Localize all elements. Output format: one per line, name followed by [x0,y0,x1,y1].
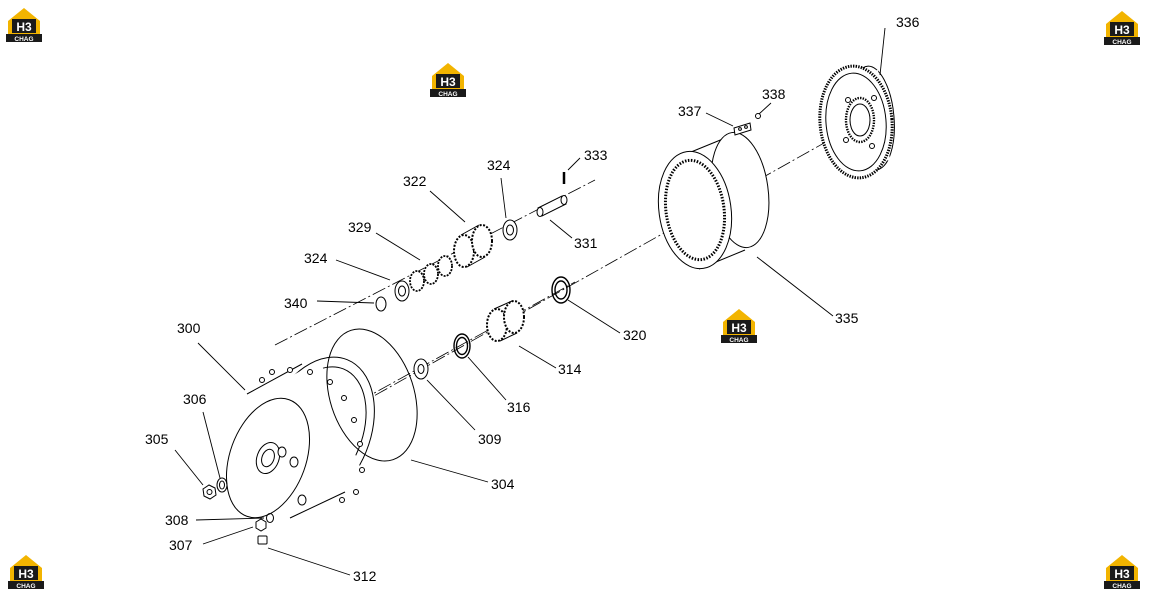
part-337-plate [733,122,752,136]
part-307-nut [255,518,267,532]
logo-caption: CHAG [438,91,457,98]
part-329-bearings [409,255,453,292]
logo-caption: CHAG [1112,583,1131,590]
logo-caption: CHAG [16,583,35,590]
callout-316: 316 [507,399,531,415]
part-335-ring-gear [657,131,770,270]
part-308-washer [266,513,274,523]
part-300-housing [225,356,375,520]
leader-lines [174,27,886,576]
part-322-planet-gear [453,224,493,268]
part-320-ring [551,276,571,304]
logo-mark: H3 [18,567,34,581]
callout-338: 338 [762,86,786,102]
logo-mark: H3 [440,75,456,89]
part-309-thrust-washer [413,358,429,380]
part-338-screw [755,113,761,119]
callout-333: 333 [584,147,608,163]
callout-336: 336 [896,14,920,30]
brand-logo-top-left: H3 CHAG [6,8,42,43]
part-316-snap-ring [453,333,471,359]
part-336-carrier-gear [818,64,895,180]
callout-322: 322 [403,173,427,189]
callout-314: 314 [558,361,582,377]
callout-337: 337 [678,103,702,119]
logo-caption: CHAG [729,337,748,344]
part-340-ring [375,296,387,312]
brand-logo-center-right: H3 CHAG [721,309,757,344]
callout-305: 305 [145,431,169,447]
callout-324-upper: 324 [487,157,511,173]
part-312-bolt [257,535,268,545]
callout-329: 329 [348,219,372,235]
part-305-nut [202,484,217,500]
logo-caption: CHAG [1112,39,1131,46]
part-304-o-ring [326,328,418,462]
logo-mark: H3 [1114,567,1130,581]
part-324-washer-lower [394,280,410,302]
callout-340: 340 [284,295,308,311]
callout-304: 304 [491,476,515,492]
brand-logo-bottom-left: H3 CHAG [8,555,44,590]
callout-309: 309 [478,431,502,447]
callout-331: 331 [574,235,598,251]
brand-logo-bottom-right: H3 CHAG [1104,555,1140,590]
logo-caption: CHAG [14,36,33,43]
logo-mark: H3 [1114,23,1130,37]
callout-306: 306 [183,391,207,407]
callout-324-lower: 324 [304,250,328,266]
logo-mark: H3 [16,20,32,34]
callout-320: 320 [623,327,647,343]
callout-300: 300 [177,320,201,336]
logo-mark: H3 [731,321,747,335]
callout-308: 308 [165,512,189,528]
part-331-pin [536,195,568,217]
callout-307: 307 [169,537,193,553]
callout-labels: 300 304 305 306 307 308 309 312 314 316 … [145,14,920,584]
brand-logo-top-right: H3 CHAG [1104,11,1140,46]
part-324-washer-upper [502,219,518,241]
callout-335: 335 [835,310,859,326]
part-306-washer [216,477,228,493]
part-314-sun-gear [486,300,527,342]
callout-312: 312 [353,568,377,584]
brand-logo-upper-center: H3 CHAG [430,63,466,98]
